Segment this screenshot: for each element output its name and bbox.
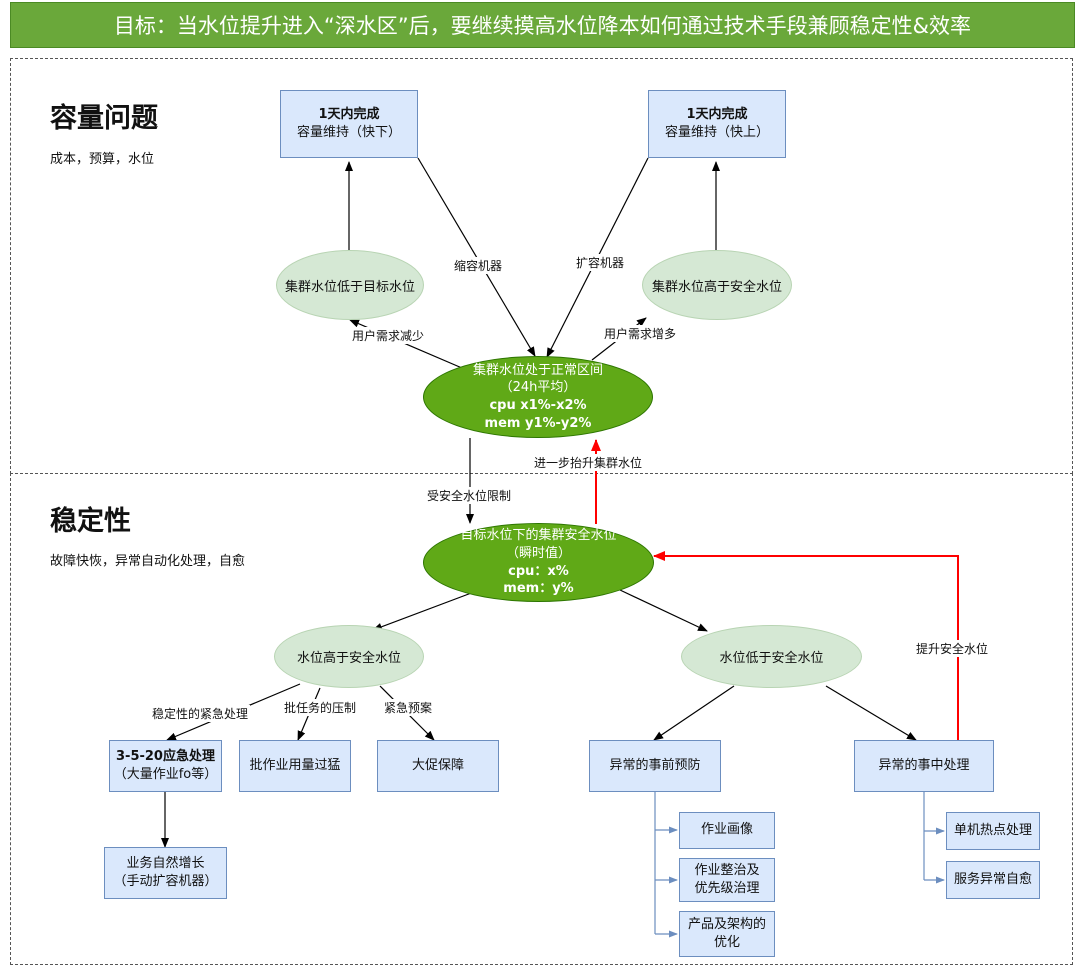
capacity-subtitle: 成本，预算，水位 xyxy=(50,152,155,167)
capacity-title: 容量问题 xyxy=(50,103,158,134)
node-fast-down: 1天内完成 容量维持（快下） xyxy=(280,90,418,158)
label-stability-emergency: 稳定性的紧急处理 xyxy=(150,705,251,722)
node-normal-range: 集群水位处于正常区间 （24h平均） cpu x1%-x2% mem y1%-y… xyxy=(423,356,653,438)
node-job-profile: 作业画像 xyxy=(679,812,775,849)
edge-safe-to-low xyxy=(619,589,708,632)
label-demand-up: 用户需求增多 xyxy=(602,325,679,342)
node-service-heal: 服务异常自愈 xyxy=(946,861,1040,899)
node-hotspot: 单机热点处理 xyxy=(946,812,1040,850)
label-expand: 扩容机器 xyxy=(574,254,627,271)
label-demand-down: 用户需求减少 xyxy=(350,327,427,344)
node-job-govern: 作业整治及 优先级治理 xyxy=(679,858,775,902)
goal-banner: 目标：当水位提升进入“深水区”后，要继续摸高水位降本如何通过技术手段兼顾稳定性&… xyxy=(10,2,1075,48)
node-below-target: 集群水位低于目标水位 xyxy=(276,250,424,320)
node-water-low: 水位低于安全水位 xyxy=(681,625,862,688)
label-shrink: 缩容机器 xyxy=(452,257,505,274)
edge-raise-safe xyxy=(653,551,959,740)
node-batch-heavy: 批作业用量过猛 xyxy=(239,740,351,792)
node-natural-growth: 业务自然增长 （手动扩容机器） xyxy=(104,847,227,899)
label-limited: 受安全水位限制 xyxy=(425,487,514,504)
node-water-high: 水位高于安全水位 xyxy=(274,625,424,688)
label-raise-safe: 提升安全水位 xyxy=(914,640,991,657)
edge-low-to-handling xyxy=(825,685,917,741)
node-above-safe: 集群水位高于安全水位 xyxy=(642,250,792,320)
label-emergency-plan: 紧急预案 xyxy=(382,699,435,716)
edge-safe-to-high xyxy=(372,591,475,631)
node-emergency-3520: 3-5-20应急处理 （大量作业fo等） xyxy=(109,740,222,792)
node-pre-prevention: 异常的事前预防 xyxy=(589,740,721,792)
label-raise-cluster: 进一步抬升集群水位 xyxy=(532,454,645,471)
stability-section xyxy=(10,473,1073,965)
edge-low-to-prevention xyxy=(653,685,735,741)
node-safe-level: 目标水位下的集群安全水位 （瞬时值） cpu：x% mem：y% xyxy=(423,523,654,602)
node-fast-up: 1天内完成 容量维持（快上） xyxy=(648,90,786,158)
stability-subtitle: 故障快恢，异常自动化处理，自愈 xyxy=(50,554,246,569)
node-in-handling: 异常的事中处理 xyxy=(854,740,994,792)
node-product-arch: 产品及架构的 优化 xyxy=(679,911,775,957)
node-promo: 大促保障 xyxy=(377,740,499,792)
label-batch-pressure: 批任务的压制 xyxy=(282,699,359,716)
stability-title: 稳定性 xyxy=(50,506,131,537)
